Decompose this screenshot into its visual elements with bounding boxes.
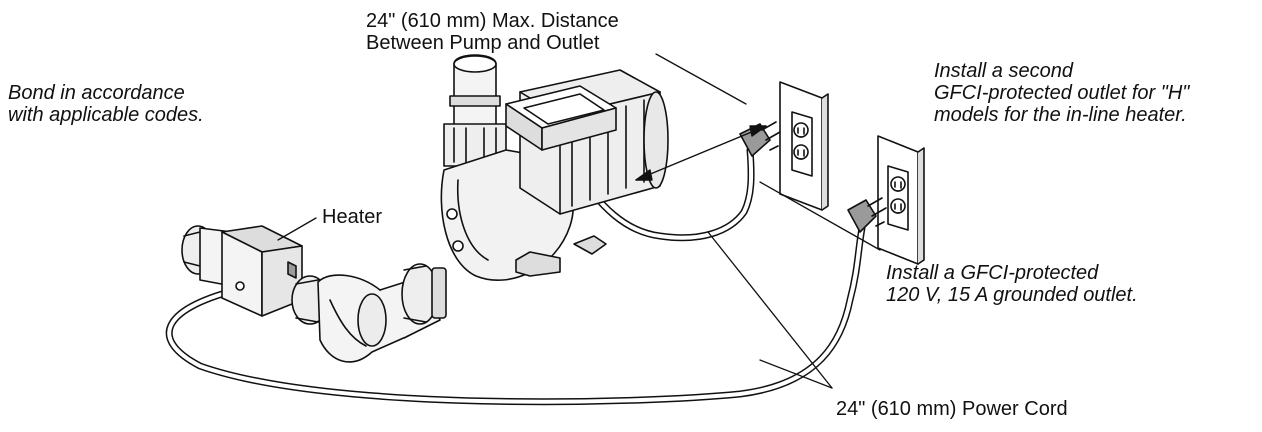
distance-label-line-1: 24" (610 mm) Max. Distance: [366, 10, 619, 32]
pipe-elbow-icon: [317, 263, 447, 363]
heater-label: Heater: [322, 206, 382, 228]
outlet-icon-second: [877, 135, 925, 265]
gfci-outlet-note-line-1: Install a GFCI-protected: [886, 262, 1099, 284]
plug-icon-second: [847, 197, 887, 233]
second-outlet-note-line-1: Install a second: [934, 60, 1073, 82]
second-outlet-note: Install a second GFCI-protected outlet f…: [934, 60, 1189, 126]
distance-label-line-2: Between Pump and Outlet: [366, 32, 600, 54]
bond-note-line-2: with applicable codes.: [8, 104, 204, 126]
pump-power-cord-icon: [566, 146, 755, 242]
power-cord-label: 24" (610 mm) Power Cord: [836, 398, 1068, 420]
dimension-arrow-icon: [635, 125, 767, 181]
power-cord-label-text: 24" (610 mm) Power Cord: [836, 398, 1068, 420]
second-outlet-note-line-2: GFCI-protected outlet for "H": [934, 82, 1190, 104]
distance-label: 24" (610 mm) Max. Distance Between Pump …: [366, 10, 619, 54]
bond-note: Bond in accordance with applicable codes…: [8, 82, 204, 126]
pump-icon: [440, 54, 669, 281]
heater-label-text: Heater: [322, 206, 383, 228]
outlet-icon: [779, 81, 829, 211]
heater-icon: [181, 225, 329, 325]
gfci-outlet-note-line-2: 120 V, 15 A grounded outlet.: [886, 284, 1138, 306]
leader-lines: [277, 53, 881, 389]
gfci-outlet-note: Install a GFCI-protected 120 V, 15 A gro…: [886, 262, 1138, 306]
second-outlet-note-line-3: models for the in-line heater.: [934, 104, 1187, 126]
heater-power-cord-icon: [165, 224, 866, 406]
bond-note-line-1: Bond in accordance: [8, 82, 185, 104]
